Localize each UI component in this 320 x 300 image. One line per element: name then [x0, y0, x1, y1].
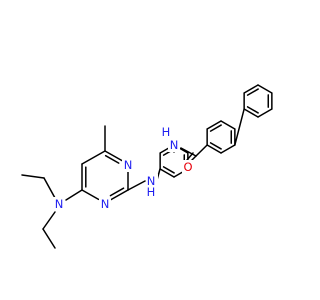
amide-hydrogen: H: [162, 125, 171, 139]
biphenyl-ring-a-bond: [206, 144, 222, 154]
terminal-phenyl-bond: [257, 108, 273, 118]
ethyl-bond: [42, 228, 56, 249]
carbonyl-oxygen: O: [183, 160, 192, 174]
biphenyl-ring-a-bond: [220, 120, 236, 130]
biphenyl-ring-a-double-bond: [209, 124, 222, 132]
amide-nitrogen: N: [170, 138, 179, 152]
ethyl-bond: [21, 174, 45, 179]
pyrimidine-double-bond: [104, 154, 120, 164]
bond-layer: [21, 84, 273, 249]
terminal-phenyl-bond: [243, 108, 259, 118]
ethyl-bond: [43, 177, 56, 199]
phenylene-double-bond: [162, 166, 175, 174]
molecule-structure-canvas: N N N N H N H O: [21, 84, 273, 249]
pyrimidine-double-bond: [109, 187, 125, 197]
label-backdrop: [160, 125, 173, 138]
label-backdrop: [182, 160, 194, 174]
label-backdrop: [168, 138, 180, 152]
label-backdrop: [53, 197, 65, 211]
amide-bond: [180, 147, 197, 157]
pyrimidine-nitrogen-upper: N: [124, 158, 133, 172]
label-backdrop: [122, 158, 134, 172]
terminal-phenyl-bond: [243, 84, 259, 94]
biaryl-bond: [234, 108, 245, 146]
atom-label-layer: N N N N H N H O: [53, 125, 194, 211]
carbonyl-double-bond: [186, 152, 194, 161]
terminal-phenyl-double-bond: [246, 88, 259, 96]
label-backdrop: [146, 174, 158, 188]
biphenyl-ring-a-bond: [206, 120, 222, 130]
phenylene-bond: [159, 168, 175, 178]
pyrimidine-bond: [81, 189, 100, 201]
terminal-phenyl-bond: [257, 84, 273, 94]
terminal-phenyl-double-bond: [246, 106, 259, 114]
amine-nitrogen: N: [147, 174, 156, 188]
pyrimidine-bond: [110, 189, 129, 201]
c-n-diethyl-bond: [65, 189, 83, 201]
diethylamino-nitrogen: N: [55, 197, 64, 211]
ethyl-bond: [42, 211, 56, 230]
c-nh-bond: [127, 180, 146, 191]
biphenyl-ring-a-bond: [220, 144, 236, 154]
pyrimidine-bond: [104, 150, 123, 162]
structure-diagram: N N N N H N H O: [21, 84, 273, 249]
label-backdrop: [145, 186, 158, 199]
amine-hydrogen: H: [147, 185, 156, 199]
biphenyl-ring-a-double-bond: [209, 142, 222, 150]
pyrimidine-nitrogen-lower: N: [101, 197, 110, 211]
carbonyl-aryl-bond: [195, 144, 208, 157]
pyrimidine-bond: [81, 150, 106, 165]
label-backdrop: [99, 197, 111, 211]
